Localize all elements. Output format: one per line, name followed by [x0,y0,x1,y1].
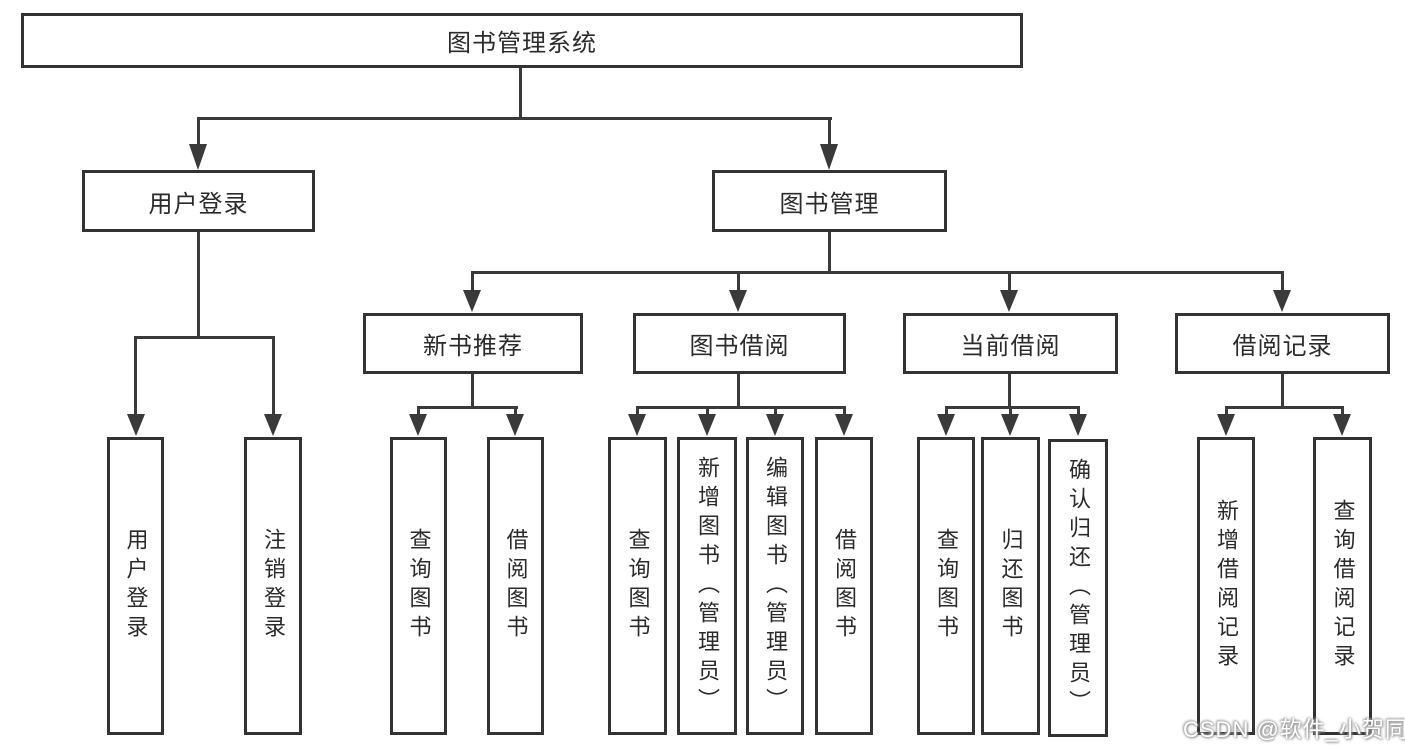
connector-line [1077,406,1080,416]
connector-line [471,271,474,292]
node-book-management: 图书管理 [712,170,947,232]
leaf-edit-books-admin: 编辑图书（管理员） [746,437,804,735]
connector-line [519,66,522,119]
connector-line [1008,372,1011,409]
arrowhead-down [127,414,145,436]
connector-line [774,406,777,416]
arrowhead-down [766,414,784,436]
node-borrow-records: 借阅记录 [1175,313,1390,374]
connector-line [417,406,518,409]
connector-line [134,336,275,339]
connector-line [197,117,832,120]
connector-line [737,271,740,292]
leaf-query-borrow-record: 查询借阅记录 [1313,437,1372,735]
leaf-add-borrow-record: 新增借阅记录 [1197,437,1255,735]
arrowhead-down [628,414,646,436]
node-user-login: 用户登录 [82,170,315,232]
connector-line [471,372,474,409]
arrowhead-down [1001,414,1019,436]
connector-line [417,406,420,416]
connector-line [636,406,846,409]
node-book-borrow: 图书借阅 [633,313,846,374]
arrowhead-down [698,414,716,436]
connector-line [1225,406,1228,416]
connector-line [1009,406,1012,416]
leaf-logout: 注销登录 [244,437,302,735]
connector-line [843,406,846,416]
connector-line [828,117,831,147]
connector-line [197,231,200,338]
connector-line [272,336,275,414]
connector-line [706,406,709,416]
arrowhead-down [463,290,481,312]
arrowhead-down [506,414,524,436]
arrowhead-down [409,414,427,436]
node-current-borrow: 当前借阅 [903,313,1118,374]
connector-line [197,117,200,147]
connector-line [1008,271,1011,292]
connector-line [471,271,1284,274]
leaf-query-books: 查询图书 [390,437,447,735]
leaf-add-books-admin: 新增图书（管理员） [677,437,737,735]
connector-line [945,406,948,416]
leaf-return-books: 归还图书 [981,437,1040,735]
connector-line [828,231,831,274]
connector-line [1281,372,1284,409]
node-library-management-system: 图书管理系统 [21,13,1023,68]
arrowhead-down [1000,290,1018,312]
arrowhead-down [1273,290,1291,312]
arrowhead-down [820,144,838,170]
leaf-borrow-books: 借阅图书 [487,437,544,735]
arrowhead-down [729,290,747,312]
leaf-borrow-books: 借阅图书 [815,437,873,735]
arrowhead-down [937,414,955,436]
arrowhead-down [835,414,853,436]
arrowhead-down [189,144,207,170]
arrowhead-down [1217,414,1235,436]
connector-line [1341,406,1344,416]
connector-line [636,406,639,416]
arrowhead-down [1069,414,1087,436]
connector-line [514,406,517,416]
connector-line [737,372,740,409]
connector-line [945,406,1080,409]
arrowhead-down [1333,414,1351,436]
leaf-user-login: 用户登录 [107,437,164,735]
node-new-book-recommend: 新书推荐 [363,313,583,374]
leaf-query-books: 查询图书 [608,437,667,735]
leaf-confirm-return-admin: 确认归还（管理员） [1048,439,1108,737]
connector-line [1281,271,1284,292]
watermark: CSDN @软件_小贺同学 [1183,717,1405,742]
connector-line [1225,406,1344,409]
leaf-query-books: 查询图书 [917,437,975,735]
arrowhead-down [264,414,282,436]
connector-line [134,336,137,414]
